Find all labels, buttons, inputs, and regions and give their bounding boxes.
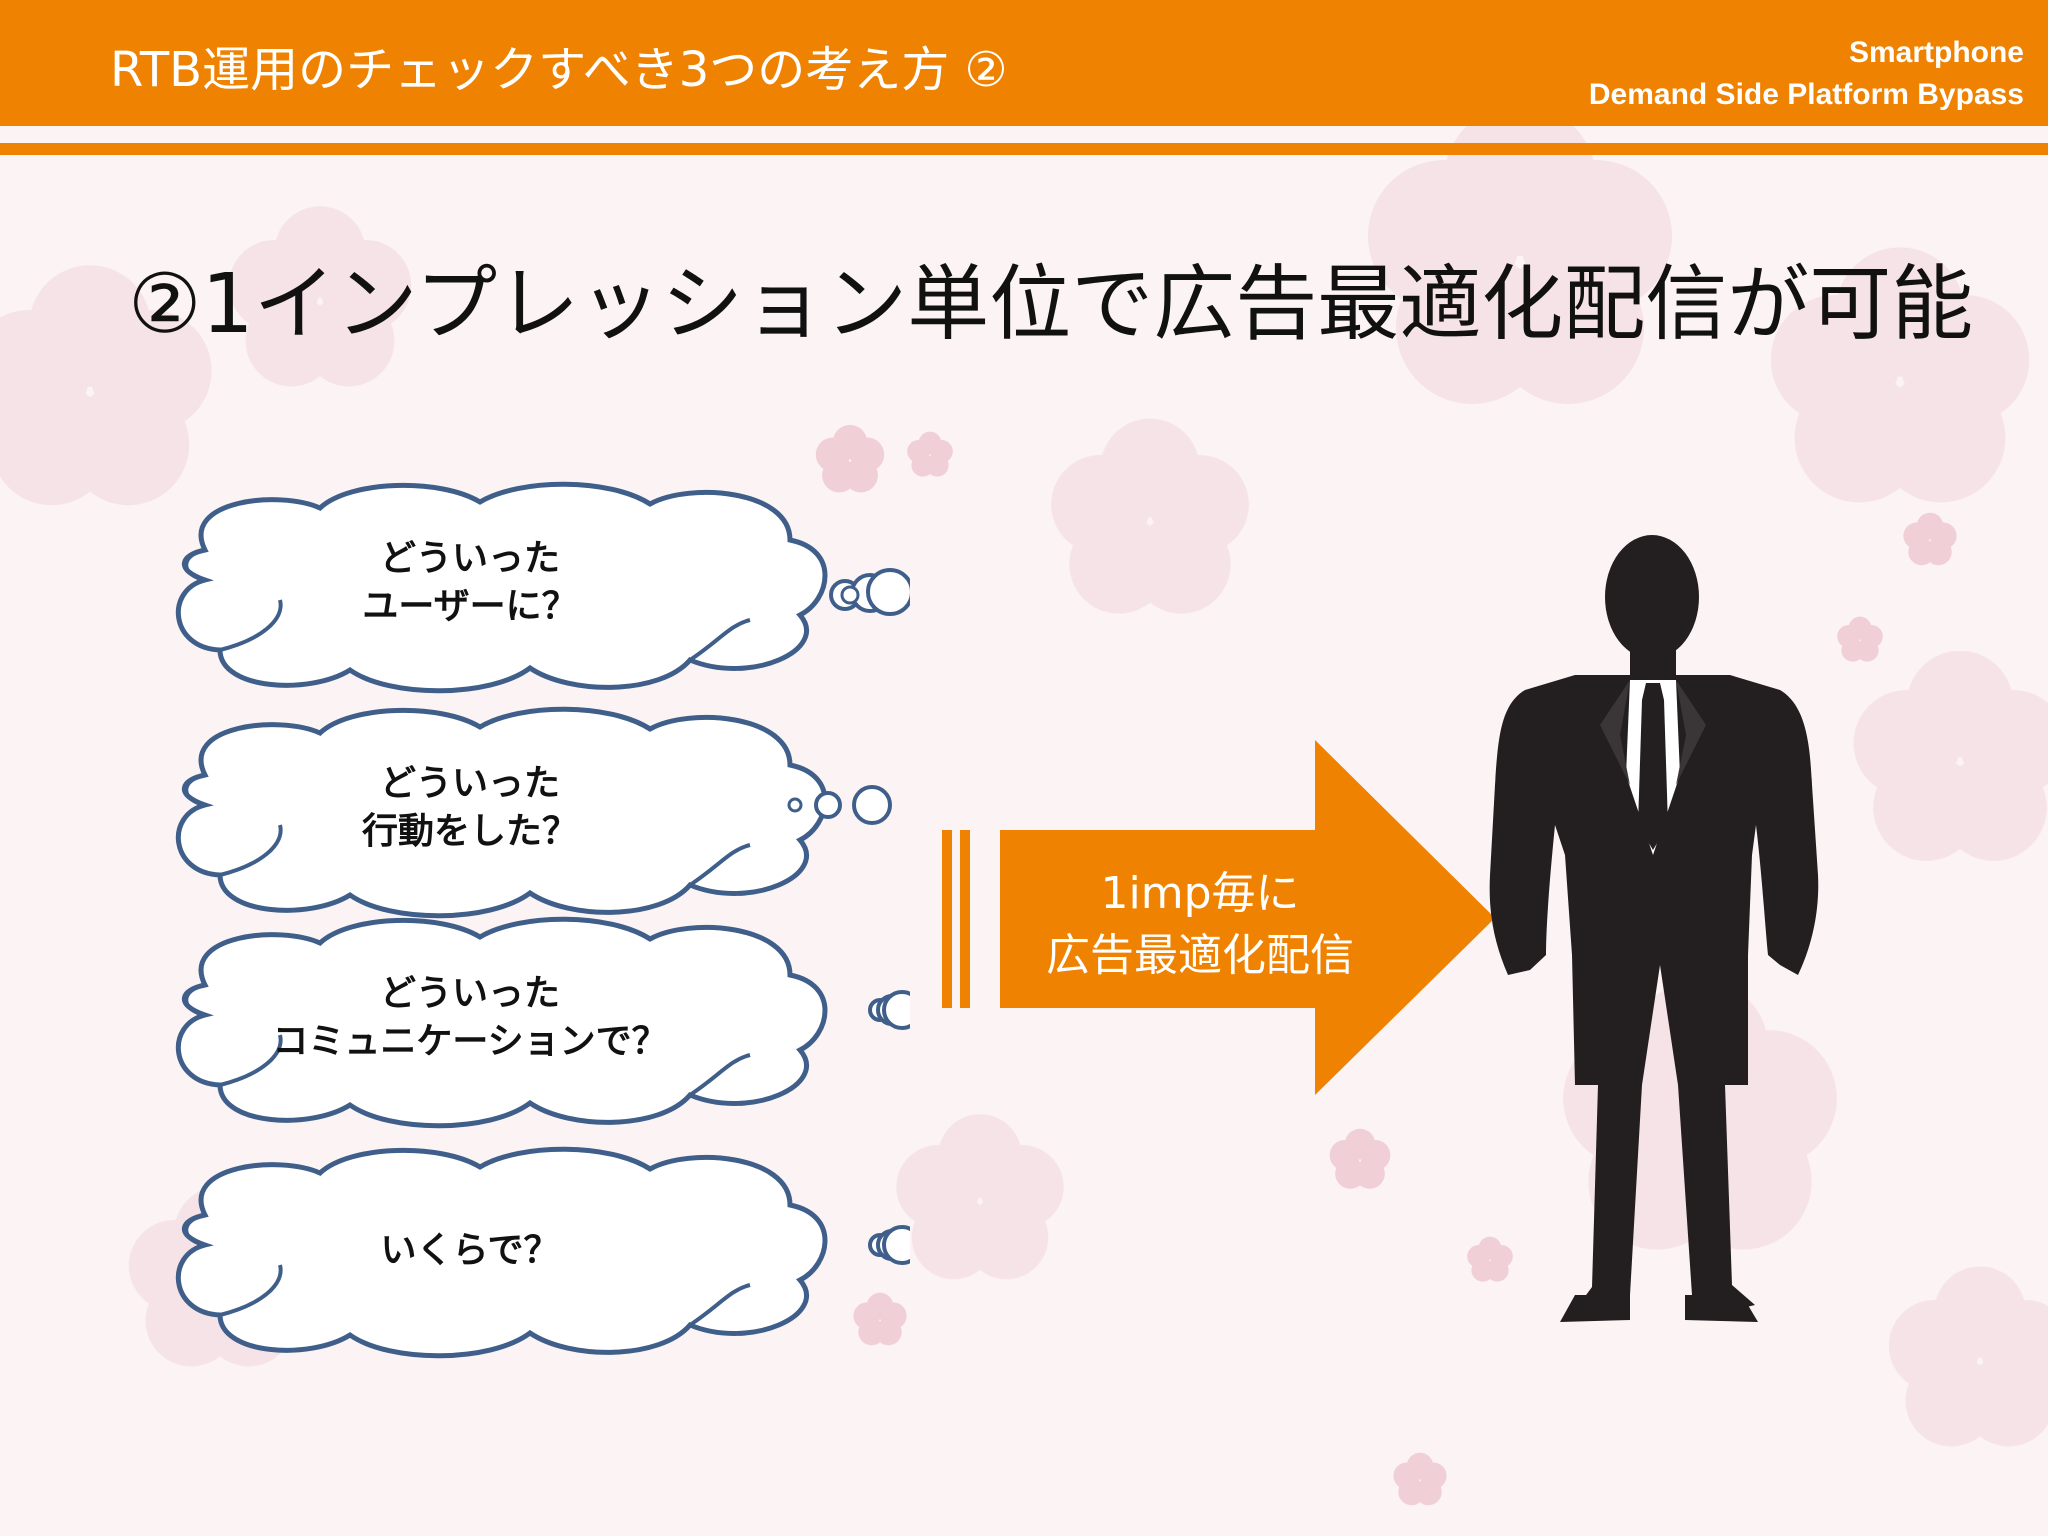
header-bar: RTB運用のチェックすべき3つの考え方 ② Smartphone Demand … [0,0,2048,126]
arrow-label: 1imp毎に 広告最適化配信 [1000,863,1400,987]
thought-cloud-user: どういった ユーザーに？ [110,480,910,700]
cloud-line-1: どういった [379,973,560,1014]
cloud-text: どういった 行動をした？ [230,760,710,856]
cloud-shape [175,1146,910,1359]
cloud-line-1: いくらで？ [380,1230,560,1271]
cloud-text: いくらで？ [230,1227,710,1275]
arrow-label-line-1: 1imp毎に [1100,868,1300,919]
thought-cloud-price: いくらで？ [110,1145,910,1365]
arrow-stripe-2 [960,830,970,1008]
cloud-text: どういった コミュニケーションで？ [230,970,710,1066]
cloud-line-1: どういった [379,763,560,804]
brand-line-2: Demand Side Platform Bypass [1588,78,2024,111]
main-heading: ②1インプレッション単位で広告最適化配信が可能 [128,257,1974,352]
cloud-shape [175,481,910,694]
thought-cloud-communication: どういった コミュニケーションで？ [110,915,910,1135]
brand-label: Smartphone Demand Side Platform Bypass [1589,32,2024,116]
cloud-shape [175,706,892,919]
thought-cloud-behavior: どういった 行動をした？ [110,705,910,925]
arrow-body [1000,740,1495,1095]
slide-title: RTB運用のチェックすべき3つの考え方 ② [110,42,1008,98]
businessman-silhouette [1489,535,1819,1322]
header-divider [0,143,2048,155]
arrow-stripe-1 [942,830,952,1008]
cloud-line-2: ユーザーに？ [362,586,578,627]
arrow-label-line-2: 広告最適化配信 [1046,930,1354,981]
cloud-line-2: コミュニケーションで？ [272,1021,668,1062]
brand-line-1: Smartphone [1848,36,2024,69]
cloud-line-2: 行動をした？ [361,811,578,852]
cloud-shape [175,916,910,1129]
arrow-shape [942,740,1495,1095]
cloud-text: どういった ユーザーに？ [230,535,710,631]
cloud-line-1: どういった [379,538,560,579]
